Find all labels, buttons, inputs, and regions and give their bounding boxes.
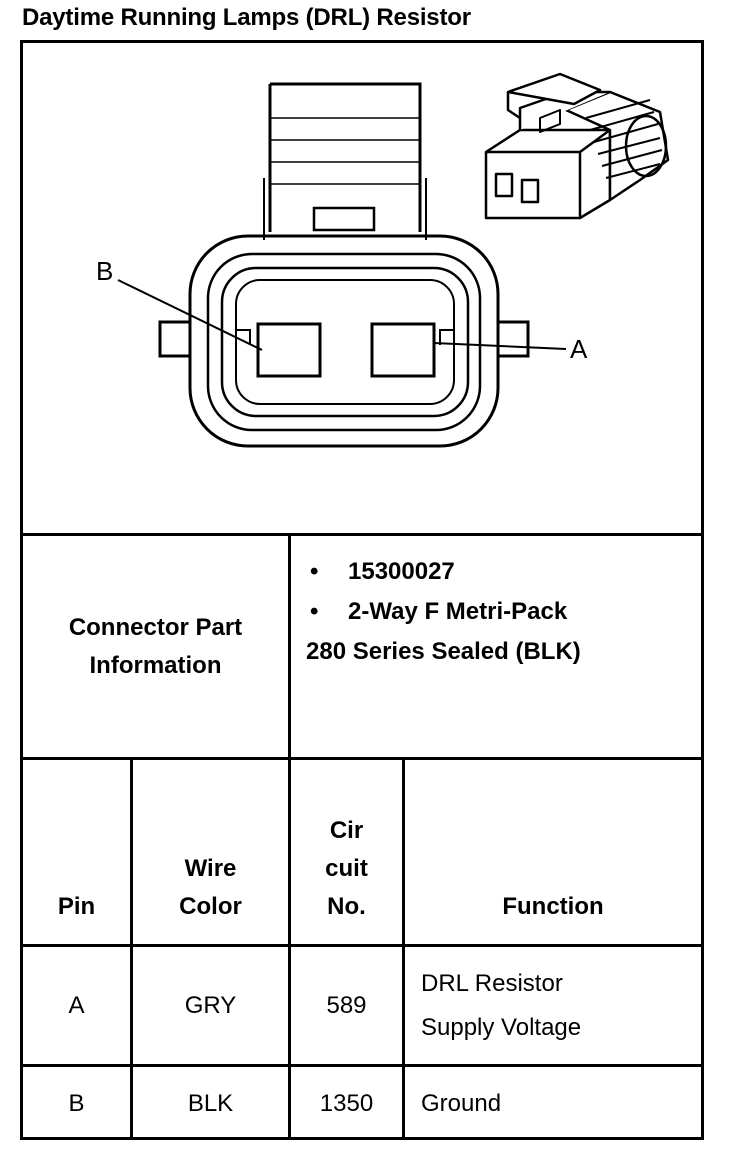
row-a-circuit: 589 [326, 991, 367, 1019]
header-function: Function [502, 893, 604, 920]
connector-info-label-line1: Connector Part [68, 613, 243, 641]
connector-series: 280 Series Sealed (BLK) [306, 638, 581, 665]
connector-info-list: •15300027 •2-Way F Metri-Pack 280 Series… [306, 552, 581, 672]
pin-label-a: A [570, 334, 588, 364]
cavity-b [256, 322, 322, 378]
cavity-a [370, 322, 436, 378]
latch-tab [268, 82, 422, 232]
connector-table-frame [20, 40, 704, 1140]
connector-info-item: •2-Way F Metri-Pack [310, 598, 568, 625]
row-b-wire-color: BLK [187, 1089, 234, 1117]
header-wire-color: Wire Color [179, 855, 242, 920]
page-title: Daytime Running Lamps (DRL) Resistor [22, 4, 471, 31]
connector-info-label: Connector Part Information [23, 536, 288, 757]
row-a-wire-color: GRY [184, 991, 237, 1019]
connector-info-item: •15300027 [310, 558, 455, 585]
pin-label-b: B [96, 256, 113, 286]
header-pin: Pin [57, 893, 96, 920]
connector-info-label-line2: Information [89, 651, 222, 679]
part-number: 15300027 [348, 558, 455, 585]
row-b-pin: B [68, 1089, 85, 1117]
connector-type: 2-Way F Metri-Pack [348, 598, 568, 625]
connector-diagram: B A [96, 72, 670, 448]
row-a-function: DRL Resistor Supply Voltage [421, 969, 582, 1041]
row-b-circuit: 1350 [319, 1089, 374, 1117]
header-circuit-no: Cir cuit No. [325, 817, 368, 920]
row-b-function: Ground [421, 1089, 502, 1117]
connector-housing-outer [188, 234, 500, 448]
connector-perspective-view [484, 72, 670, 220]
row-a-pin: A [68, 991, 85, 1019]
